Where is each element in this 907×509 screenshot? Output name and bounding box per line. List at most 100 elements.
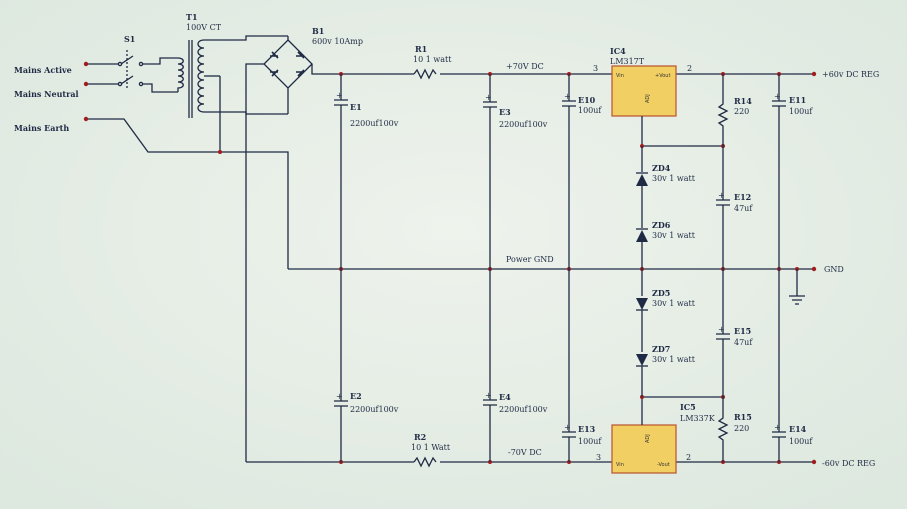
r2-rating: 10 1 Watt (411, 443, 451, 452)
ic4-vout: +Vout (655, 73, 670, 79)
zd5-symbol (636, 298, 648, 310)
e11-label: E11 (789, 95, 806, 105)
zd6-rating: 30v 1 watt (652, 231, 696, 240)
e4-rating: 2200uf100v (499, 405, 548, 414)
r15-rating: 220 (734, 424, 749, 433)
r15-label: R15 (734, 412, 752, 422)
t1-label: T1 (186, 12, 198, 22)
r14-rating: 220 (734, 107, 749, 116)
ic5-pin3: 3 (596, 453, 601, 462)
ic5-body (611, 424, 677, 474)
mains-active-label: Mains Active (14, 65, 72, 75)
negative-rail: R2 10 1 Watt -70V DC 3 2 -60v DC REG (246, 432, 875, 468)
zd4-symbol (636, 174, 648, 186)
e2-rating: 2200uf100v (350, 405, 399, 414)
r2-resistor-symbol (413, 456, 437, 468)
mains-neutral-terminal (83, 81, 89, 87)
ic4-body (611, 65, 677, 117)
svg-text:+: + (564, 423, 571, 432)
e3-label: E3 (499, 107, 511, 117)
e1-rating: 2200uf100v (350, 119, 399, 128)
zener-chain: ZD4 30v 1 watt ZD6 30v 1 watt ZD5 30v 1 … (636, 146, 696, 397)
bridge-rectifier-b1: B1 600v 10Amp (245, 26, 414, 462)
positive-output-label: +60v DC REG (822, 70, 879, 79)
positive-rail: R1 10 1 watt +70V DC 3 2 +60v DC REG (339, 44, 879, 80)
r2-label: R2 (414, 432, 426, 442)
gnd-output-terminal (811, 266, 817, 272)
zd5-label: ZD5 (652, 288, 670, 298)
cap-e2: + E2 2200uf100v (334, 269, 399, 462)
ic4-pin3: 3 (593, 64, 598, 73)
zd7-rating: 30v 1 watt (652, 355, 696, 364)
cap-e11: + E11 100uf (772, 74, 813, 269)
zd7-label: ZD7 (652, 344, 670, 354)
svg-text:+: + (774, 423, 781, 432)
mains-neutral-label: Mains Neutral (14, 89, 79, 99)
e2-label: E2 (350, 391, 362, 401)
junction-ct (218, 150, 222, 154)
e13-rating: 100uf (578, 437, 602, 446)
cap-e4: + E4 2200uf100v (483, 269, 548, 462)
earth-wire (88, 118, 289, 269)
zd4-rating: 30v 1 watt (652, 174, 696, 183)
b1-label: B1 (312, 26, 324, 36)
gnd-output-label: GND (824, 265, 844, 274)
mains-inputs: Mains Active Mains Neutral Mains Earth (14, 61, 89, 133)
e11-rating: 100uf (789, 107, 813, 116)
ic5-part: LM337K (680, 414, 716, 423)
svg-text:+: + (485, 93, 492, 102)
regulator-ic5: IC5 LM337K Vin -Vout ADJ (611, 395, 725, 474)
e10-label: E10 (578, 95, 596, 105)
switch-s1: S1 (88, 34, 178, 93)
ic5-vout: -Vout (657, 462, 670, 468)
svg-text:+: + (485, 391, 492, 400)
mains-active-terminal (83, 61, 89, 67)
svg-text:+: + (718, 191, 725, 200)
ic4-part: LM317T (610, 57, 645, 66)
ic4-pin2: 2 (687, 64, 692, 73)
zd4-label: ZD4 (652, 163, 671, 173)
r1-label: R1 (415, 44, 427, 54)
ic5-vin: Vin (616, 462, 624, 468)
r14-resistor-symbol (717, 74, 729, 146)
b1-rating: 600v 10Amp (312, 37, 363, 46)
ground-symbol (789, 269, 805, 305)
ic4-adj: ADJ (645, 94, 651, 103)
r14-label: R14 (734, 96, 752, 106)
svg-text:+: + (564, 92, 571, 101)
e10-rating: 100uf (578, 106, 602, 115)
cap-e10: + E10 100uf (562, 74, 602, 269)
ground-rail: Power GND GND (288, 255, 844, 305)
ic5-label: IC5 (680, 402, 696, 412)
e1-label: E1 (350, 102, 362, 112)
svg-text:+: + (718, 325, 725, 334)
e12-rating: 47uf (734, 204, 753, 213)
e14-label: E14 (789, 424, 807, 434)
e15-rating: 47uf (734, 338, 753, 347)
r1-resistor-symbol (413, 68, 437, 80)
cap-e13: + E13 100uf (562, 269, 602, 462)
positive-output-terminal (811, 71, 817, 77)
svg-text:+: + (336, 91, 343, 100)
e14-rating: 100uf (789, 437, 813, 446)
r1-rating: 10 1 watt (413, 55, 452, 64)
r15-resistor-symbol (717, 397, 729, 462)
ic5-adj: ADJ (645, 434, 651, 443)
ic4-vin: Vin (616, 73, 624, 79)
e15-r15-column: + E15 47uf R15 220 (716, 269, 753, 462)
e13-label: E13 (578, 424, 596, 434)
e15-label: E15 (734, 326, 751, 336)
zd7-symbol (636, 354, 648, 366)
t1-rating: 100V CT (186, 23, 222, 32)
zd6-symbol (636, 230, 648, 242)
cap-e14: + E14 100uf (772, 269, 813, 462)
negative-rail-label: -70V DC (508, 448, 542, 457)
e4-label: E4 (499, 392, 511, 402)
power-gnd-label: Power GND (506, 255, 554, 264)
svg-text:+: + (336, 392, 343, 401)
mains-earth-label: Mains Earth (14, 123, 69, 133)
zd5-rating: 30v 1 watt (652, 299, 696, 308)
e12-label: E12 (734, 192, 751, 202)
